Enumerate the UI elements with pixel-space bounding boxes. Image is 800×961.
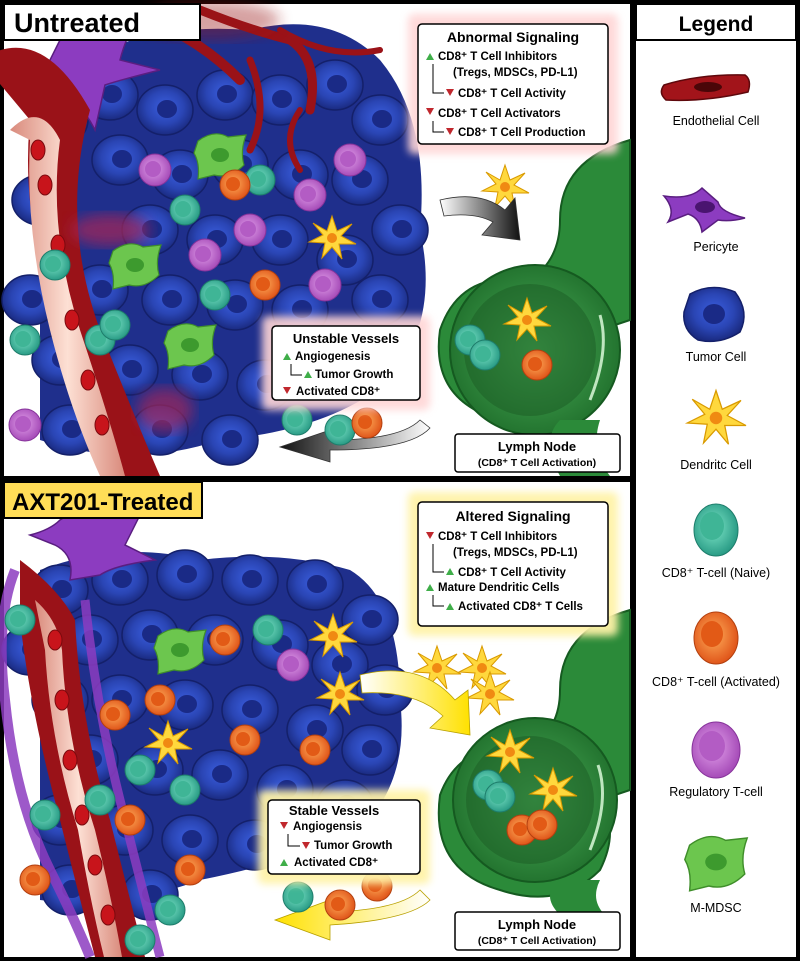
lymph-node-label: Lymph Node (CD8⁺ T Cell Activation) [454, 911, 621, 951]
signaling-line3: CD8⁺ T Cell Activity [458, 567, 566, 579]
up-triangle-icon [446, 603, 454, 610]
legend-label: Dendritc Cell [680, 458, 752, 472]
signaling-line2: (Tregs, MDSCs, PD-L1) [453, 547, 578, 559]
arrow-to-lymph [439, 196, 521, 241]
down-triangle-icon [446, 89, 454, 96]
legend-label: Pericyte [693, 240, 738, 254]
lymph-title: Lymph Node [498, 439, 576, 454]
signaling-title: Abnormal Signaling [447, 29, 579, 45]
signaling-line4: CD8⁺ T Cell Activators [438, 108, 561, 120]
up-triangle-icon [446, 568, 454, 575]
vessels-line1: Angiogenesis [295, 351, 370, 363]
dendritic-cell-icon [684, 388, 747, 446]
arrow-to-lymph [359, 670, 471, 736]
vessels-line3: Activated CD8⁺ [294, 857, 378, 869]
legend-label: Tumor Cell [686, 350, 747, 364]
untreated-title: Untreated [14, 8, 140, 38]
lymph-node-label: Lymph Node (CD8⁺ T Cell Activation) [454, 433, 621, 473]
m-mdsc-icon [684, 835, 749, 892]
vessels-line1: Angiogensis [293, 821, 362, 833]
blood-vessel [0, 47, 160, 476]
down-triangle-icon [426, 532, 434, 539]
signaling-line4: Mature Dendritic Cells [438, 582, 559, 594]
down-triangle-icon [280, 822, 288, 829]
altered-signaling-box: Altered Signaling CD8⁺ T Cell Inhibitors… [408, 492, 618, 636]
arrow-from-lymph [273, 889, 431, 941]
endothelial-cell-icon [660, 74, 751, 102]
tumor-cell-icon [683, 286, 745, 343]
legend-label: CD8⁺ T-cell (Activated) [652, 675, 780, 689]
signaling-line1: CD8⁺ T Cell Inhibitors [438, 531, 557, 543]
down-triangle-icon [302, 842, 310, 849]
treated-title: AXT201-Treated [12, 489, 193, 516]
vessels-line3: Activated CD8⁺ [296, 386, 380, 398]
vessels-line2: Tumor Growth [315, 369, 393, 381]
pericyte-icon [662, 186, 746, 234]
signaling-line3: CD8⁺ T Cell Activity [458, 88, 566, 100]
signaling-line5: Activated CD8⁺ T Cells [458, 601, 583, 613]
regulatory-t-cell-icon [691, 721, 741, 779]
arrow-from-lymph [278, 419, 431, 463]
up-triangle-icon [283, 353, 291, 360]
naive-t-cell-icon [693, 503, 739, 557]
treated-panel: AXT201-Treated Altered Signaling CD8⁺ T … [0, 481, 631, 959]
legend-label: Regulatory T-cell [669, 785, 763, 799]
lymph-sub: (CD8⁺ T Cell Activation) [478, 935, 596, 947]
treated-title-box [3, 481, 203, 519]
stable-vessels-box: Stable Vessels Angiogensis Tumor Growth … [258, 790, 430, 884]
unstable-vessels-box: Unstable Vessels Angiogenesis Tumor Grow… [262, 316, 430, 410]
untreated-panel: Untreated Abnormal Signaling CD8⁺ T Cell… [0, 0, 631, 476]
legend-label: Endothelial Cell [673, 114, 760, 128]
lymph-sub: (CD8⁺ T Cell Activation) [478, 457, 596, 469]
up-triangle-icon [304, 371, 312, 378]
down-triangle-icon [446, 128, 454, 135]
signaling-line5: CD8⁺ T Cell Production [458, 127, 585, 139]
activated-t-cell-icon [693, 611, 739, 665]
abnormal-signaling-box: Abnormal Signaling CD8⁺ T Cell Inhibitor… [408, 14, 618, 154]
up-triangle-icon [426, 53, 434, 60]
legend-title: Legend [679, 13, 754, 36]
legend-panel: Legend Endothelial Cell Pericyte Tumor C… [635, 3, 797, 957]
vessels-line2: Tumor Growth [314, 840, 392, 852]
blood-vessel [0, 560, 165, 959]
untreated-title-box [3, 3, 201, 41]
up-triangle-icon [280, 859, 288, 866]
vessels-title: Stable Vessels [289, 803, 379, 818]
signaling-title: Altered Signaling [455, 508, 570, 524]
lymph-title: Lymph Node [498, 917, 576, 932]
vessels-title: Unstable Vessels [293, 331, 399, 346]
legend-label: M-MDSC [690, 901, 741, 915]
up-triangle-icon [426, 584, 434, 591]
legend-label: CD8⁺ T-cell (Naive) [662, 566, 770, 580]
down-triangle-icon [426, 108, 434, 115]
signaling-line1: CD8⁺ T Cell Inhibitors [438, 51, 557, 63]
lymph-node [437, 608, 631, 915]
signaling-line2: (Tregs, MDSCs, PD-L1) [453, 67, 578, 79]
down-triangle-icon [283, 387, 291, 394]
